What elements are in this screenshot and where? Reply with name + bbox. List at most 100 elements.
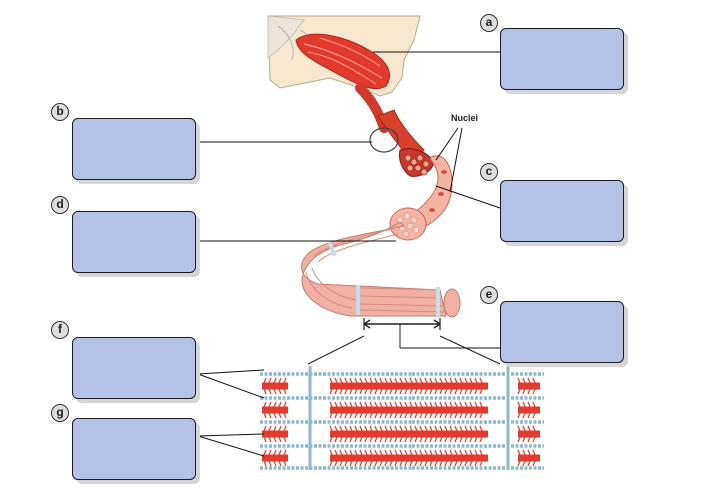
myosin-head-bottom-4 [364, 460, 368, 467]
myosin-head-top-4 [474, 449, 478, 456]
myosin-head-bottom-1 [449, 388, 453, 395]
edge-head-right-1 [527, 377, 531, 384]
myosin-head-bottom-4 [464, 460, 468, 467]
badge-c: c [480, 163, 498, 181]
edge-head-left-1 [263, 388, 267, 395]
myosin-head-bottom-1 [379, 388, 383, 395]
sarcomere-bracket [307, 318, 501, 365]
myosin-head-bottom-1 [474, 388, 478, 395]
answer-box-d[interactable] [72, 211, 196, 273]
myosin-head-top-3 [374, 425, 378, 432]
myosin-head-top-2 [409, 401, 413, 408]
myosin-head-bottom-3 [384, 436, 388, 443]
edge-head-left-1 [283, 388, 287, 395]
sarcomere-detail [260, 366, 544, 470]
answer-input-g[interactable] [73, 419, 195, 479]
myosin-head-bottom-3 [334, 436, 338, 443]
myosin-head-bottom-1 [409, 388, 413, 395]
thick-filament-3 [330, 430, 488, 438]
myosin-head-bottom-1 [334, 388, 338, 395]
edge-head-right-2 [517, 401, 521, 408]
edge-head-left-2 [263, 401, 267, 408]
answer-box-b[interactable] [72, 118, 196, 180]
edge-head-right-2 [522, 412, 526, 419]
myosin-head-bottom-1 [479, 388, 483, 395]
bicep-muscle [295, 33, 390, 133]
myosin-head-top-2 [459, 401, 463, 408]
myosin-head-top-3 [414, 425, 418, 432]
myosin-head-top-1 [479, 377, 483, 384]
answer-input-c[interactable] [501, 181, 623, 241]
myosin-head-top-3 [444, 425, 448, 432]
edge-head-left-1 [278, 388, 282, 395]
myosin-head-bottom-2 [339, 412, 343, 419]
myosin-head-bottom-2 [439, 412, 443, 419]
myosin-head-top-4 [379, 449, 383, 456]
myosin-head-top-4 [424, 449, 428, 456]
myosin-head-top-4 [404, 449, 408, 456]
answer-input-f[interactable] [73, 338, 195, 398]
myosin-head-top-3 [354, 425, 358, 432]
myosin-head-bottom-3 [429, 436, 433, 443]
myosin-head-bottom-1 [339, 388, 343, 395]
myosin-head-bottom-3 [454, 436, 458, 443]
edge-head-left-4 [278, 460, 282, 467]
myosin-head-bottom-2 [364, 412, 368, 419]
myosin-head-top-3 [464, 425, 468, 432]
edge-head-left-1 [278, 377, 282, 384]
edge-head-right-3 [532, 436, 536, 443]
badge-d: d [51, 196, 69, 214]
myosin-head-top-2 [404, 401, 408, 408]
myosin-head-bottom-3 [449, 436, 453, 443]
edge-head-left-3 [268, 436, 272, 443]
myosin-head-top-2 [414, 401, 418, 408]
answer-box-f[interactable] [72, 337, 196, 399]
myosin-head-top-4 [409, 449, 413, 456]
edge-head-right-1 [532, 388, 536, 395]
myosin-head-top-2 [444, 401, 448, 408]
myosin-head-top-1 [364, 377, 368, 384]
myosin-head-bottom-4 [389, 460, 393, 467]
answer-box-a[interactable] [500, 28, 624, 90]
myosin-head-top-2 [334, 401, 338, 408]
answer-box-g[interactable] [72, 418, 196, 480]
answer-input-b[interactable] [73, 119, 195, 179]
myosin-head-bottom-2 [374, 412, 378, 419]
badge-g: g [51, 404, 69, 422]
edge-head-right-4 [532, 449, 536, 456]
myosin-head-top-2 [359, 401, 363, 408]
myosin-head-top-1 [334, 377, 338, 384]
myosin-head-bottom-2 [424, 412, 428, 419]
edge-head-right-3 [517, 425, 521, 432]
myosin-head-top-2 [339, 401, 343, 408]
myosin-head-bottom-3 [439, 436, 443, 443]
thick-filament-1 [330, 382, 488, 390]
myosin-head-top-1 [394, 377, 398, 384]
edge-thick-right-3 [518, 430, 540, 438]
myosin-head-top-2 [369, 401, 373, 408]
answer-input-d[interactable] [73, 212, 195, 272]
myosin-head-bottom-3 [394, 436, 398, 443]
myosin-head-bottom-3 [329, 436, 333, 443]
edge-head-left-2 [273, 412, 277, 419]
myosin-head-top-4 [459, 449, 463, 456]
edge-head-right-1 [522, 377, 526, 384]
edge-head-left-3 [283, 436, 287, 443]
edge-thick-left-2 [262, 406, 288, 414]
myosin-head-top-1 [399, 377, 403, 384]
edge-head-left-4 [273, 449, 277, 456]
answer-input-a[interactable] [501, 29, 623, 89]
myosin-head-top-1 [404, 377, 408, 384]
edge-head-left-4 [268, 449, 272, 456]
myosin-head-top-1 [379, 377, 383, 384]
edge-head-left-4 [278, 449, 282, 456]
myosin-head-top-4 [354, 449, 358, 456]
myosin-head-top-1 [339, 377, 343, 384]
answer-input-e[interactable] [501, 302, 623, 362]
myosin-head-bottom-2 [449, 412, 453, 419]
myosin-head-top-4 [454, 449, 458, 456]
edge-head-left-4 [268, 460, 272, 467]
answer-box-e[interactable] [500, 301, 624, 363]
myosin-head-top-4 [349, 449, 353, 456]
answer-box-c[interactable] [500, 180, 624, 242]
